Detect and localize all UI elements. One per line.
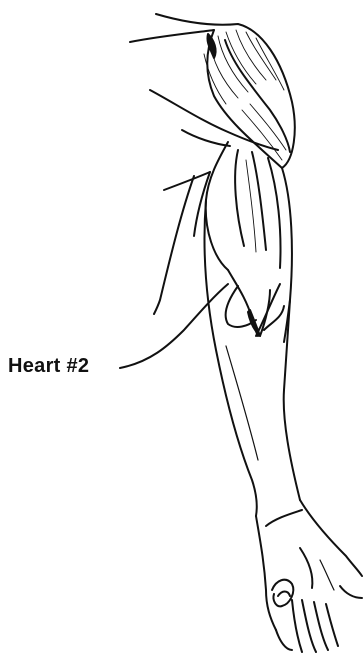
deltoid-muscle — [130, 14, 295, 168]
hand — [256, 500, 362, 652]
forearm — [204, 200, 300, 516]
torso-side-line — [154, 172, 210, 314]
heart-2-label: Heart #2 — [8, 355, 89, 378]
chest-outline — [150, 90, 278, 190]
upper-arm-biceps — [206, 142, 292, 342]
